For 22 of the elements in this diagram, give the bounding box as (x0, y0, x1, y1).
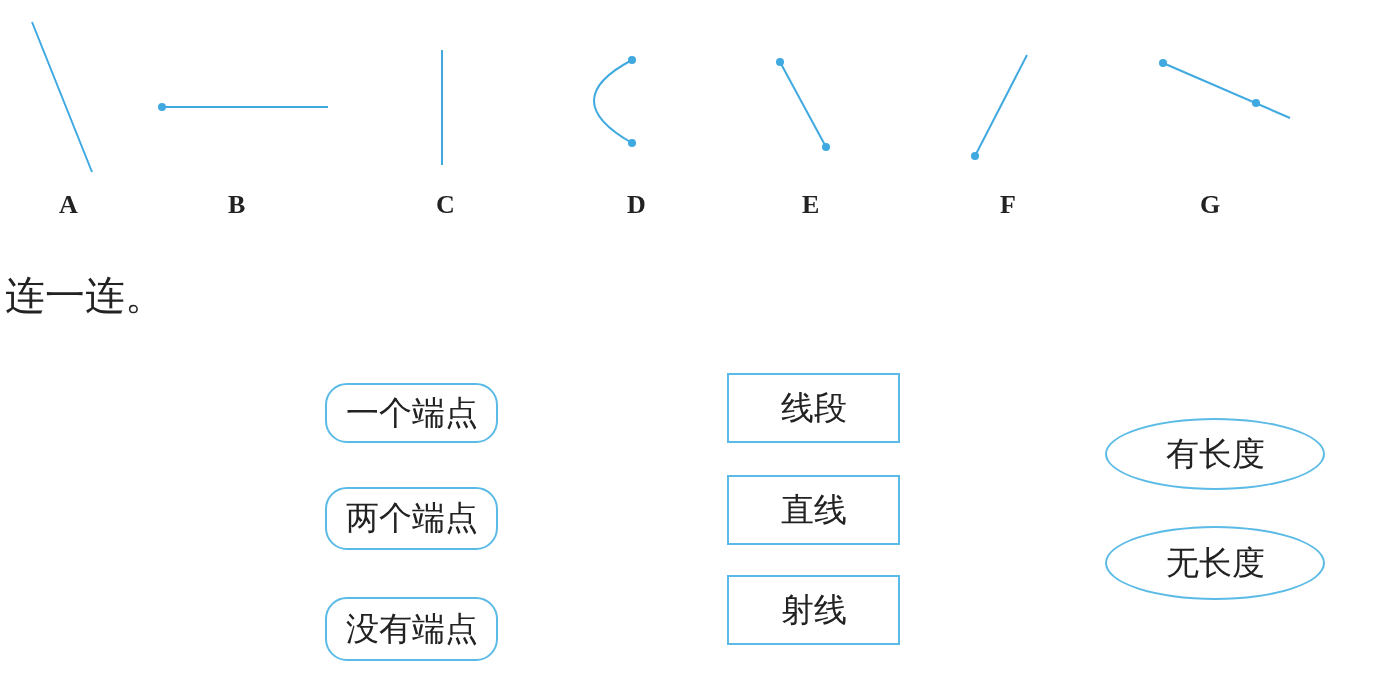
node-text: 无长度 (1165, 543, 1265, 583)
node-text: 有长度 (1165, 434, 1265, 474)
figure-letter: A (59, 190, 78, 220)
term-box (727, 373, 900, 443)
node-text: 一个端点 (345, 393, 478, 433)
node-text: 线段 (780, 388, 847, 428)
figure-letter: E (802, 190, 820, 220)
term-box (727, 575, 900, 645)
figure-letter: G (1200, 190, 1221, 220)
rounded-box (325, 487, 498, 550)
figure-letter: D (627, 190, 646, 220)
figure-letter: F (1000, 190, 1016, 220)
node-text: 两个端点 (345, 499, 478, 538)
node-text: 没有端点 (345, 609, 478, 649)
term-box (727, 475, 900, 545)
rounded-box (325, 383, 498, 443)
rounded-box (325, 597, 498, 661)
node-text: 射线 (780, 590, 847, 630)
figure-letter: C (436, 190, 455, 220)
figure-letter: B (228, 190, 246, 220)
node-text: 直线 (780, 490, 847, 530)
instruction-text: 连一连。 (5, 272, 165, 320)
